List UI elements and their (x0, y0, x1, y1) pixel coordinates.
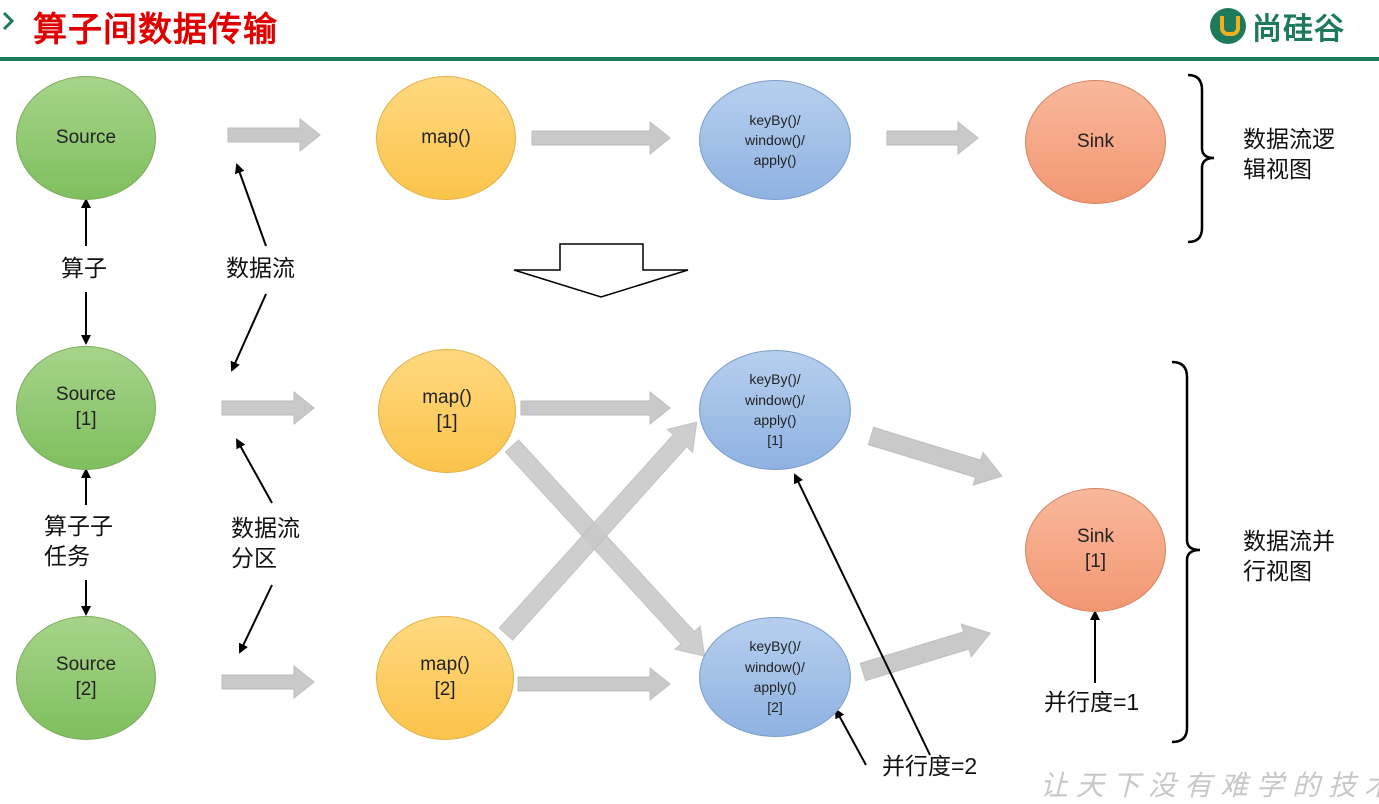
chevron-right-icon (2, 11, 14, 31)
node-label: [1] (1084, 551, 1107, 572)
sink-node: Sink (1025, 80, 1166, 204)
map-node: map() (376, 76, 516, 200)
node-label: window()/ (745, 131, 805, 148)
node-label: keyBy()/ (749, 638, 801, 655)
cross-arrow-map2-keyby1 (498, 421, 698, 641)
node-label: Source (55, 654, 117, 676)
keyby-node-2: keyBy()/ window()/ apply() [2] (699, 617, 851, 737)
logical-view-label-line: 数据流逻 (1243, 126, 1335, 152)
flow-arrow-keyby2-sink (859, 623, 992, 682)
node-label: [2] (434, 679, 456, 700)
data-stream-label: 数据流 (226, 255, 295, 281)
flow-arrow (227, 117, 321, 153)
source-node-2: Source [2] (16, 616, 156, 740)
node-label: Sink (1077, 526, 1114, 548)
partition-label-line: 数据流 (231, 515, 300, 541)
map-node-2: map() [2] (376, 616, 514, 740)
parallel-view-label-line: 行视图 (1243, 557, 1312, 584)
logo: 尚硅谷 (1210, 5, 1345, 47)
node-label: keyBy()/ (749, 111, 801, 128)
flow-arrow (517, 666, 671, 702)
flow-arrow (221, 390, 315, 426)
flow-arrow-keyby1-sink (867, 426, 1003, 486)
parallel-view-label: 数据流并 行视图 (1243, 527, 1335, 587)
flow-arrow (520, 390, 671, 426)
node-label: keyBy()/ (749, 371, 801, 388)
keyby-node: keyBy()/ window()/ apply() (699, 80, 851, 200)
pointer-arrow (835, 708, 867, 766)
node-label: [1] (436, 412, 458, 433)
parallelism-2-label: 并行度=2 (882, 753, 978, 779)
node-label: map() (422, 387, 472, 409)
node-label: apply() (753, 412, 797, 428)
node-label: [2] (75, 679, 97, 700)
node-label: Source (55, 384, 117, 406)
pointer-arrow (236, 438, 273, 504)
node-label: [1] (767, 432, 783, 449)
transform-down-arrow (513, 243, 689, 298)
watermark: 让天下没有难学的技术 (1040, 769, 1379, 802)
title-divider (0, 57, 1379, 61)
node-label: window()/ (745, 658, 805, 675)
node-label: map() (421, 126, 471, 148)
subtask-label: 算子子 任务 (44, 512, 113, 572)
flow-arrow (221, 664, 315, 700)
logical-view-label-line: 辑视图 (1243, 155, 1312, 182)
node-label: [1] (75, 409, 97, 430)
partition-label-line: 分区 (231, 544, 277, 571)
logical-view-label: 数据流逻 辑视图 (1243, 125, 1335, 185)
parallel-view-label-line: 数据流并 (1243, 528, 1335, 554)
bracket-logical (1187, 73, 1215, 244)
source-node: Source (16, 76, 156, 200)
partition-label: 数据流 分区 (231, 514, 300, 574)
operator-label: 算子 (61, 255, 107, 281)
keyby-node-1: keyBy()/ window()/ apply() [1] (699, 350, 851, 470)
pointer-arrow (793, 473, 931, 756)
sink-node-1: Sink [1] (1025, 488, 1166, 612)
subtask-label-line: 算子子 (44, 513, 113, 539)
pointer-arrow (238, 584, 273, 654)
subtask-label-line: 任务 (44, 542, 90, 569)
map-node-1: map() [1] (378, 349, 516, 473)
node-label: Source (55, 126, 117, 148)
source-node-1: Source [1] (16, 346, 156, 470)
flow-arrow (531, 120, 671, 156)
node-label: Sink (1077, 130, 1114, 152)
pointer-arrow (230, 293, 267, 372)
node-label: apply() (753, 152, 797, 169)
flow-arrow (886, 120, 979, 156)
logo-text: 尚硅谷 (1252, 13, 1345, 46)
bracket-parallel (1171, 360, 1201, 744)
page-title: 算子间数据传输 (33, 10, 278, 50)
node-label: map() (420, 654, 470, 676)
node-label: apply() (753, 679, 797, 695)
logo-icon (1210, 8, 1246, 44)
pointer-arrow (234, 163, 267, 247)
cross-arrow-map1-keyby2 (504, 439, 706, 657)
node-label: [2] (767, 699, 783, 716)
node-label: window()/ (745, 391, 805, 408)
parallelism-1-label: 并行度=1 (1044, 689, 1140, 715)
